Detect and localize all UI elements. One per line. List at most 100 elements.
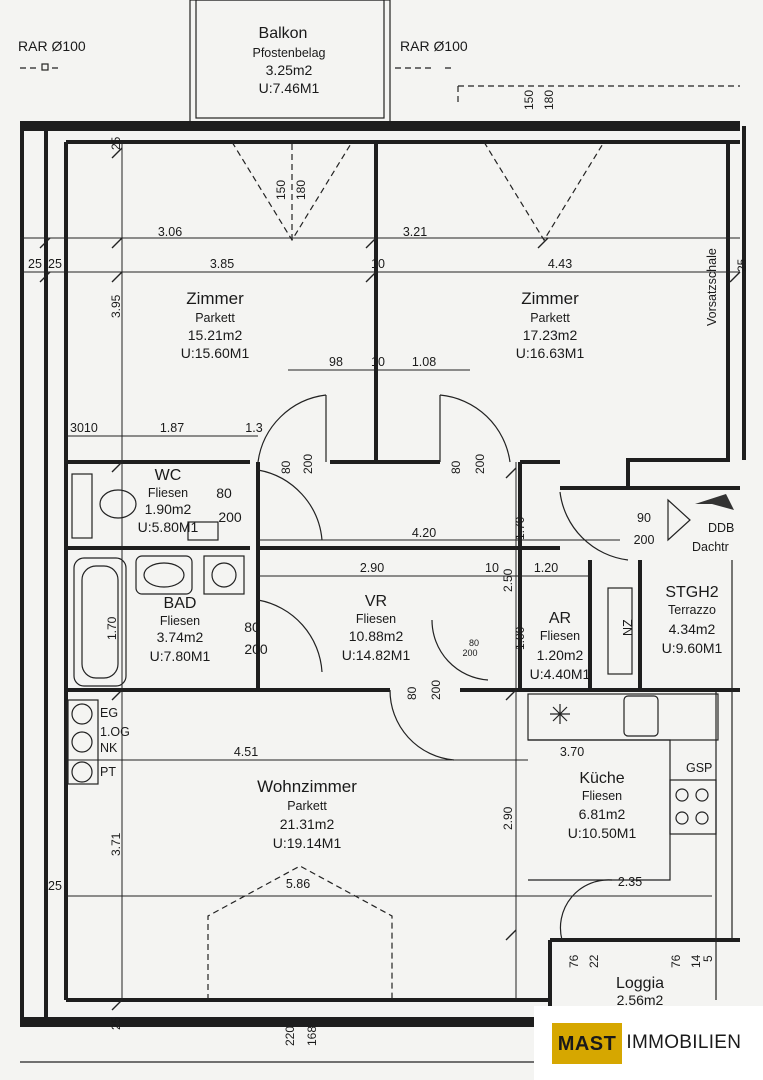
loggia-name: Loggia [616, 975, 664, 992]
loggia-area: 2.56m2 [617, 992, 664, 1008]
bathroom-sink-basin [143, 562, 185, 588]
og-label: 1.OG [100, 725, 130, 739]
kitchen-counter [527, 693, 719, 741]
zimmer2-floor: Parkett [530, 311, 570, 325]
kitchen-fridge-symbol [550, 704, 570, 724]
wc-handbasin [187, 521, 219, 541]
zimmer2-perimeter: U:16.63M1 [516, 345, 585, 361]
dim-10b: 10 [371, 355, 385, 369]
kitchen-sink [623, 695, 659, 737]
dimension-texts: 3.06 3.21 3.85 10 4.43 3.95 25 25 25 25 … [28, 90, 749, 1046]
dim-290: 2.90 [360, 561, 384, 575]
balcony-perimeter: U:7.46M1 [259, 80, 320, 96]
dachtr-hatch-symbol [667, 498, 691, 542]
dim-98: 98 [329, 355, 343, 369]
dim-200c: 200 [218, 509, 242, 525]
zimmer2-area: 17.23m2 [523, 327, 578, 343]
dim-80a: 80 [279, 460, 293, 474]
dim-120: 1.20 [534, 561, 558, 575]
door-bad-swing [257, 599, 323, 673]
door-stgh-swing [559, 491, 629, 561]
dim-13: 1.3 [245, 421, 262, 435]
pt-label: PT [100, 765, 116, 779]
nz-label: NZ [621, 619, 635, 636]
drain-left-label: RAR Ø100 [18, 38, 86, 54]
dim-14: 14 [689, 954, 703, 968]
ar-floor: Fliesen [540, 629, 580, 643]
room-zimmer2: Zimmer Parkett 17.23m2 U:16.63M1 [516, 289, 585, 361]
dim-321: 3.21 [403, 225, 427, 239]
dim-90: 90 [637, 511, 651, 525]
door-zimmer1-swing [257, 394, 327, 463]
balcony-inner-outline [195, 0, 385, 119]
eg-label: EG [100, 706, 118, 720]
zimmer1-area: 15.21m2 [188, 327, 243, 343]
dim-370: 3.70 [560, 745, 584, 759]
room-loggia: Loggia 2.56m2 [616, 975, 664, 1008]
wc-cistern [71, 473, 93, 539]
dim-25f: 25 [109, 1016, 123, 1030]
dim-80f: 80 [405, 686, 419, 700]
bathroom-sink [135, 555, 193, 595]
dim-25c: 25 [48, 257, 62, 271]
balcony: Balkon Pfostenbelag 3.25m2 U:7.46M1 [189, 0, 391, 125]
vorsatzschale-label: Vorsatzschale [705, 248, 719, 326]
shaft-nz [607, 587, 633, 675]
dim-100: 1.00 [513, 626, 527, 650]
bathtub-inner [81, 565, 119, 679]
dim-25a: 25 [109, 136, 123, 150]
zimmer1-name: Zimmer [186, 289, 244, 308]
logo-brand: MAST [551, 1022, 623, 1064]
dim-200f: 200 [462, 648, 477, 658]
dim-5: 5 [701, 955, 715, 962]
vr-name: VR [365, 593, 387, 610]
ar-area: 1.20m2 [537, 647, 584, 663]
door-zimmer2-swing [439, 394, 511, 463]
washing-machine-drum [211, 562, 237, 588]
balcony-name: Balkon [259, 25, 308, 42]
bathtub [73, 557, 127, 687]
dim-395: 3.95 [109, 294, 123, 318]
wc-name: WC [155, 467, 182, 484]
wc-toilet-bowl [99, 489, 137, 519]
window-zimmer2 [483, 141, 605, 242]
exterior-walls [20, 121, 746, 1063]
room-bad: BAD Fliesen 3.74m2 U:7.80M1 [150, 595, 211, 664]
kueche-perimeter: U:10.50M1 [568, 825, 637, 841]
room-kueche: Küche Fliesen 6.81m2 U:10.50M1 [568, 770, 637, 841]
dim-ticks-vertical [111, 147, 517, 1011]
bad-name: BAD [164, 595, 197, 612]
dim-371: 3.71 [109, 832, 123, 856]
stgh-name: STGH2 [665, 584, 718, 601]
door-loggia-swing [559, 879, 613, 941]
ddb-label: DDB [708, 521, 734, 535]
wohnzimmer-perimeter: U:19.14M1 [273, 835, 342, 851]
dim-200b: 200 [473, 454, 487, 474]
dim-25b: 25 [28, 257, 42, 271]
dim-150a: 150 [274, 180, 288, 200]
doors [207, 141, 629, 1000]
bad-floor: Fliesen [160, 614, 200, 628]
dim-385: 3.85 [210, 257, 234, 271]
drain-left-symbol [41, 63, 49, 71]
dim-ticks-top [39, 237, 741, 283]
dim-25d: 25 [735, 258, 749, 272]
stgh-floor: Terrazzo [668, 603, 716, 617]
dim-108: 1.08 [412, 355, 436, 369]
window-balcony-left [231, 141, 353, 242]
dim-180b: 180 [542, 90, 556, 110]
logo-suffix: IMMOBILIEN [626, 1032, 742, 1053]
ar-perimeter: U:4.40M1 [530, 666, 591, 682]
dim-10a: 10 [371, 257, 385, 271]
wc-floor: Fliesen [148, 486, 188, 500]
nk-label: NK [100, 741, 118, 755]
meter-cabinet [67, 699, 99, 785]
dim-200g: 200 [429, 680, 443, 700]
dim-420: 4.20 [412, 526, 436, 540]
kueche-floor: Fliesen [582, 789, 622, 803]
dim-443: 4.43 [548, 257, 572, 271]
room-zimmer1: Zimmer Parkett 15.21m2 U:15.60M1 [181, 289, 250, 361]
room-stgh: STGH2 Terrazzo 4.34m2 U:9.60M1 [662, 584, 723, 656]
bad-perimeter: U:7.80M1 [150, 648, 211, 664]
vr-area: 10.88m2 [349, 628, 404, 644]
